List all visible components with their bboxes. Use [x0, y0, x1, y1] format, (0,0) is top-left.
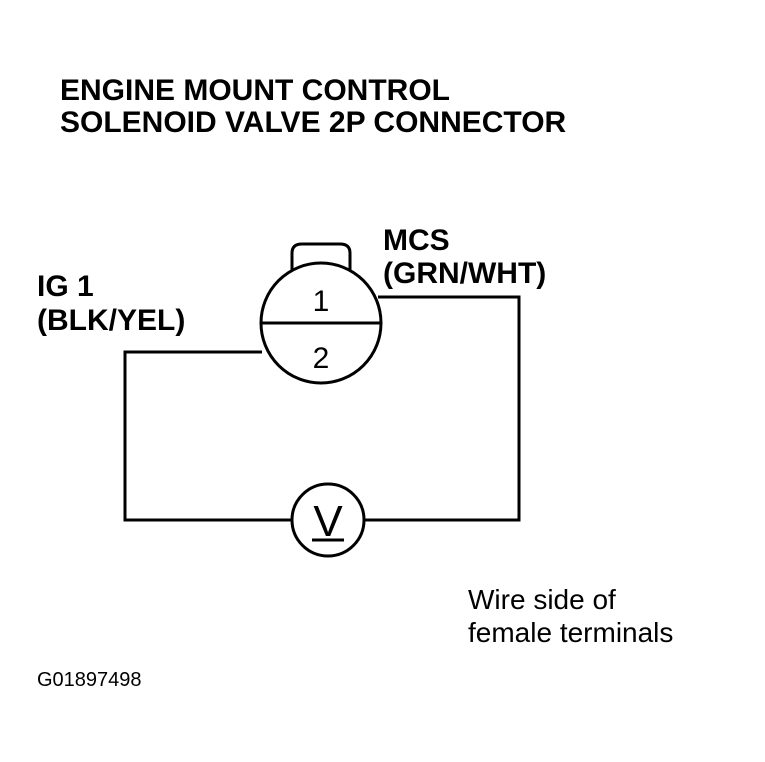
- ig1-wire-color: (BLK/YEL): [37, 304, 185, 337]
- diagram-title-line-1: ENGINE MOUNT CONTROL: [60, 74, 450, 107]
- voltmeter-body: [290, 482, 366, 558]
- connector-pin-1: 1: [313, 285, 330, 318]
- wire-side-note-line-2: female terminals: [468, 617, 673, 648]
- diagram-title-line-2: SOLENOID VALVE 2P CONNECTOR: [60, 106, 567, 139]
- ig1-wire: [123, 350, 292, 522]
- voltmeter-icon: V: [290, 482, 366, 558]
- connector-2p: 1 2: [259, 242, 383, 385]
- figure-id: G01897498: [37, 669, 142, 691]
- ig1-label: IG 1: [37, 270, 94, 303]
- voltmeter-symbol: V: [313, 497, 343, 546]
- mcs-label: MCS: [383, 224, 450, 257]
- mcs-wire-color: (GRN/WHT): [383, 257, 546, 290]
- connector-pin-2: 2: [313, 342, 330, 375]
- circuit-wires: [123, 295, 521, 522]
- mcs-wire: [364, 295, 521, 522]
- wire-side-note-line-1: Wire side of: [468, 584, 616, 615]
